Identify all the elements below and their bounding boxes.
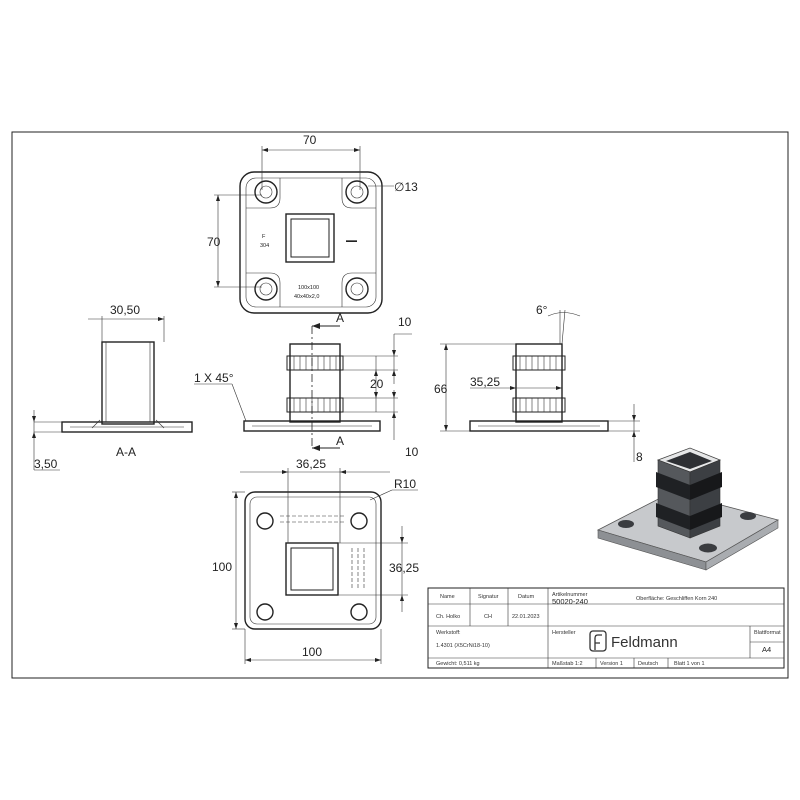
iso-hole-1 bbox=[618, 520, 634, 528]
bottom-tube-inner bbox=[290, 547, 334, 591]
top-tube-outer bbox=[285, 213, 335, 263]
tb-header-datum: Datum bbox=[518, 594, 535, 600]
section-marker-top: A bbox=[336, 311, 344, 325]
section-label: A-A bbox=[116, 445, 136, 459]
drawing-frame bbox=[11, 131, 789, 679]
tb-name: Ch. Holko bbox=[436, 614, 460, 620]
right-side-view: 6° 66 35,25 8 bbox=[434, 303, 643, 464]
stamp-right-mark: ▬▬ bbox=[346, 238, 358, 244]
isometric-view bbox=[596, 447, 780, 571]
top-hole-br bbox=[345, 277, 369, 301]
feldmann-logo-icon bbox=[589, 630, 607, 652]
top-tube-inner bbox=[290, 218, 330, 258]
bottom-dim-inner: 36,25 bbox=[389, 561, 419, 575]
stamp-left-line2: 304 bbox=[260, 243, 269, 249]
right-clamp-lower bbox=[512, 397, 566, 413]
top-dim-height: 70 bbox=[207, 235, 221, 249]
right-dim-8: 8 bbox=[636, 450, 643, 464]
left-base bbox=[61, 421, 193, 433]
stamp-line1: 100x100 bbox=[298, 285, 319, 291]
iso-clamp-lower-side bbox=[690, 503, 722, 530]
tb-brand: Feldmann bbox=[611, 634, 678, 651]
right-dim-width: 35,25 bbox=[470, 375, 500, 389]
tb-werkstoff-label: Werkstoff: bbox=[436, 630, 461, 636]
bottom-hole-tr bbox=[350, 512, 368, 530]
top-dim-width: 70 bbox=[303, 133, 317, 147]
iso-clamp-upper-side bbox=[690, 472, 722, 500]
stamp-left-line1: F bbox=[262, 234, 266, 240]
bottom-view: 36,25 R10 100 36,25 100 bbox=[212, 457, 419, 664]
center-front-view: A A 1 X 45° 10 20 10 bbox=[194, 311, 419, 459]
tb-oberflaeche: Oberfläche: Geschliffen Korn 240 bbox=[636, 596, 717, 602]
top-hole-tl bbox=[254, 180, 278, 204]
tb-blattformat: A4 bbox=[762, 645, 771, 654]
right-clamp-upper bbox=[512, 355, 566, 371]
bottom-dim-radius: R10 bbox=[394, 477, 416, 491]
left-tube bbox=[101, 341, 155, 425]
bottom-plate-outline bbox=[244, 491, 382, 630]
bottom-hole-br bbox=[350, 603, 368, 621]
tb-version: Version 1 bbox=[600, 661, 623, 667]
bottom-dim-width-top: 36,25 bbox=[296, 457, 326, 471]
top-hole-tr bbox=[345, 180, 369, 204]
tb-blattformat-label: Blattformat bbox=[754, 630, 781, 636]
center-dim-20: 20 bbox=[370, 377, 384, 391]
center-clamp-lower bbox=[286, 397, 344, 413]
top-plate-inner bbox=[245, 177, 377, 308]
bottom-dim-height: 100 bbox=[212, 560, 232, 574]
top-view: F 304 ▬▬ 100x100 40x40x2,0 70 70 ∅13 bbox=[207, 133, 418, 314]
iso-tube-opening bbox=[666, 452, 712, 469]
center-base bbox=[243, 420, 381, 432]
tb-hersteller-label: Hersteller bbox=[552, 630, 576, 636]
bottom-tube-outer bbox=[285, 542, 339, 596]
left-dim-thickness: 3,50 bbox=[34, 457, 58, 471]
tb-signatur: CH bbox=[484, 614, 492, 620]
title-block: Name Signatur Datum Ch. Holko CH 22.01.2… bbox=[427, 587, 785, 669]
tb-sprache: Deutsch bbox=[638, 661, 658, 667]
iso-clamp-upper-front bbox=[656, 472, 690, 500]
center-dim-chamfer: 1 X 45° bbox=[194, 371, 234, 385]
stamp-line2: 40x40x2,0 bbox=[294, 294, 319, 300]
section-marker-bottom: A bbox=[336, 434, 344, 448]
left-section-view: 30,50 3,50 A-A bbox=[32, 303, 193, 471]
bottom-hole-tl bbox=[256, 512, 274, 530]
iso-clamp-lower-front bbox=[656, 503, 690, 530]
tb-werkstoff: 1.4301 (X5CrNi18-10) bbox=[436, 643, 490, 649]
tb-gewicht: Gewicht: 0,511 kg bbox=[436, 661, 480, 667]
tb-header-name: Name bbox=[440, 594, 455, 600]
tb-artikelnummer: 50020-240 bbox=[552, 597, 588, 606]
center-dim-10-top: 10 bbox=[398, 315, 412, 329]
iso-hole-4 bbox=[699, 543, 717, 553]
tb-massstab: Maßstab 1:2 bbox=[552, 661, 583, 667]
tb-datum: 22.01.2023 bbox=[512, 614, 540, 620]
left-dim-width: 30,50 bbox=[110, 303, 140, 317]
bottom-dim-width-bottom: 100 bbox=[302, 645, 322, 659]
right-tube bbox=[515, 343, 563, 423]
tb-blatt: Blatt 1 von 1 bbox=[674, 661, 705, 667]
top-dim-hole: ∅13 bbox=[394, 180, 418, 194]
right-dim-height: 66 bbox=[434, 382, 448, 396]
top-hole-bl bbox=[254, 277, 278, 301]
tb-artikelnummer-label: Artikelnummer bbox=[552, 592, 588, 598]
tb-header-signatur: Signatur bbox=[478, 594, 499, 600]
center-dim-10-bottom: 10 bbox=[405, 445, 419, 459]
center-tube bbox=[289, 343, 341, 423]
center-clamp-upper bbox=[286, 355, 344, 371]
top-plate-outline bbox=[239, 171, 383, 314]
bottom-hole-bl bbox=[256, 603, 274, 621]
right-base bbox=[469, 420, 609, 432]
right-dim-angle: 6° bbox=[536, 303, 548, 317]
iso-plate-side bbox=[705, 519, 779, 571]
iso-hole-3 bbox=[740, 512, 756, 520]
